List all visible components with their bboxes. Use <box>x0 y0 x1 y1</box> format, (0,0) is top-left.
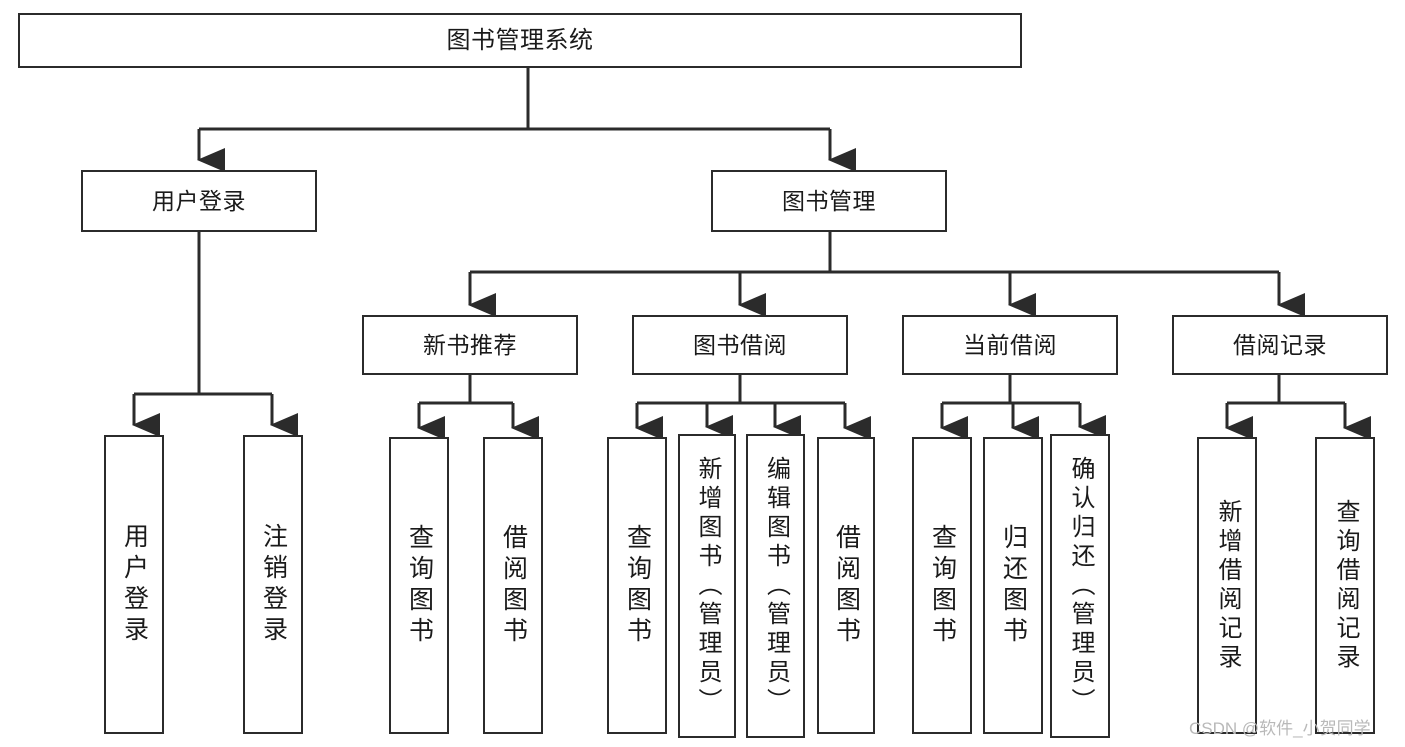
leaf-borrow-record-add-record[interactable]: 新增借阅记录 <box>1197 437 1257 734</box>
node-root-book-management-system[interactable]: 图书管理系统 <box>18 13 1022 68</box>
leaf-borrow-record-query-record[interactable]: 查询借阅记录 <box>1315 437 1375 734</box>
leaf-book-borrow-edit-book-admin[interactable]: 编辑图书（管理员） <box>746 434 805 738</box>
node-label: 编辑图书（管理员） <box>762 455 790 717</box>
node-label: 用户登录 <box>120 522 149 647</box>
leaf-new-book-query-books[interactable]: 查询图书 <box>389 437 449 734</box>
node-label: 新书推荐 <box>423 331 517 358</box>
node-label: 查询图书 <box>405 523 434 648</box>
node-book-management[interactable]: 图书管理 <box>711 170 947 232</box>
leaf-current-borrow-confirm-return-admin[interactable]: 确认归还（管理员） <box>1050 434 1110 738</box>
node-label: 注销登录 <box>259 522 288 647</box>
csdn-watermark: CSDN @软件_小贺同学 <box>1189 719 1371 738</box>
leaf-user-login-signout[interactable]: 注销登录 <box>243 435 303 734</box>
node-label: 归还图书 <box>999 523 1028 648</box>
leaf-user-login-signin[interactable]: 用户登录 <box>104 435 164 734</box>
node-label: 当前借阅 <box>963 331 1057 358</box>
node-label: 借阅记录 <box>1233 331 1327 358</box>
node-label: 查询图书 <box>623 523 652 648</box>
node-label: 图书管理系统 <box>446 26 594 54</box>
leaf-book-borrow-add-book-admin[interactable]: 新增图书（管理员） <box>678 434 736 738</box>
leaf-new-book-borrow-books[interactable]: 借阅图书 <box>483 437 543 734</box>
node-book-borrowing[interactable]: 图书借阅 <box>632 315 848 375</box>
node-label: 用户登录 <box>152 187 246 214</box>
node-label: 确认归还（管理员） <box>1066 455 1094 717</box>
node-user-login[interactable]: 用户登录 <box>81 170 317 232</box>
node-label: 查询图书 <box>928 523 957 648</box>
node-label: 新增借阅记录 <box>1213 498 1241 673</box>
node-label: 借阅图书 <box>499 523 528 648</box>
node-borrowing-records[interactable]: 借阅记录 <box>1172 315 1388 375</box>
node-label: 新增图书（管理员） <box>693 455 721 717</box>
leaf-book-borrow-query-books[interactable]: 查询图书 <box>607 437 667 734</box>
leaf-current-borrow-return-books[interactable]: 归还图书 <box>983 437 1043 734</box>
node-current-borrowing[interactable]: 当前借阅 <box>902 315 1118 375</box>
node-new-book-recommendation[interactable]: 新书推荐 <box>362 315 578 375</box>
node-label: 查询借阅记录 <box>1331 498 1359 673</box>
node-label: 借阅图书 <box>832 523 861 648</box>
node-label: 图书管理 <box>782 187 876 214</box>
leaf-current-borrow-query-books[interactable]: 查询图书 <box>912 437 972 734</box>
leaf-book-borrow-borrow-books[interactable]: 借阅图书 <box>817 437 875 734</box>
node-label: 图书借阅 <box>693 331 787 358</box>
